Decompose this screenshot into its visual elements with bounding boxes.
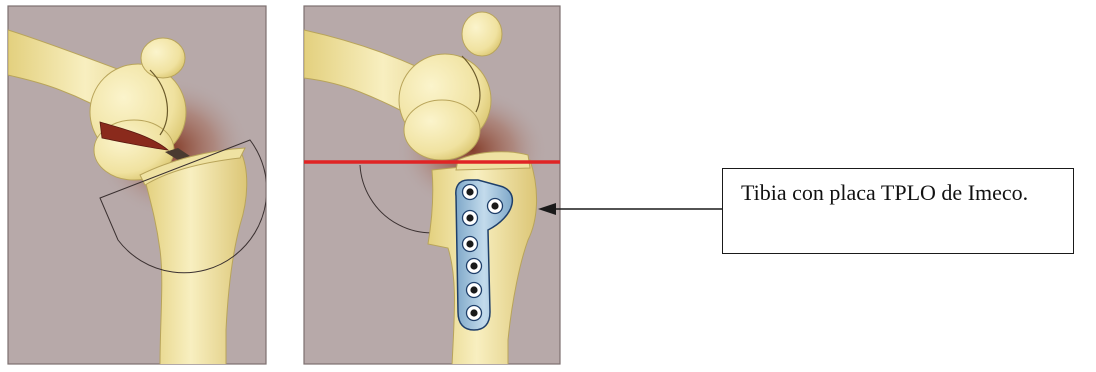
screw-icon [463, 211, 478, 226]
callout-arrow [538, 203, 722, 215]
screw-icon [467, 259, 482, 274]
left-panel [8, 6, 267, 366]
callout-box: Tibia con placa TPLO de Imeco. [722, 168, 1074, 254]
patella [141, 38, 185, 78]
patella-right [462, 12, 502, 56]
screw-icon [463, 237, 478, 252]
right-panel [304, 6, 560, 366]
screw-icon [488, 199, 503, 214]
femur-lower-condyle-right [404, 100, 480, 160]
screw-icon [467, 306, 482, 321]
screw-icon [463, 185, 478, 200]
screw-icon [467, 283, 482, 298]
callout-text: Tibia con placa TPLO de Imeco. [741, 180, 1028, 205]
